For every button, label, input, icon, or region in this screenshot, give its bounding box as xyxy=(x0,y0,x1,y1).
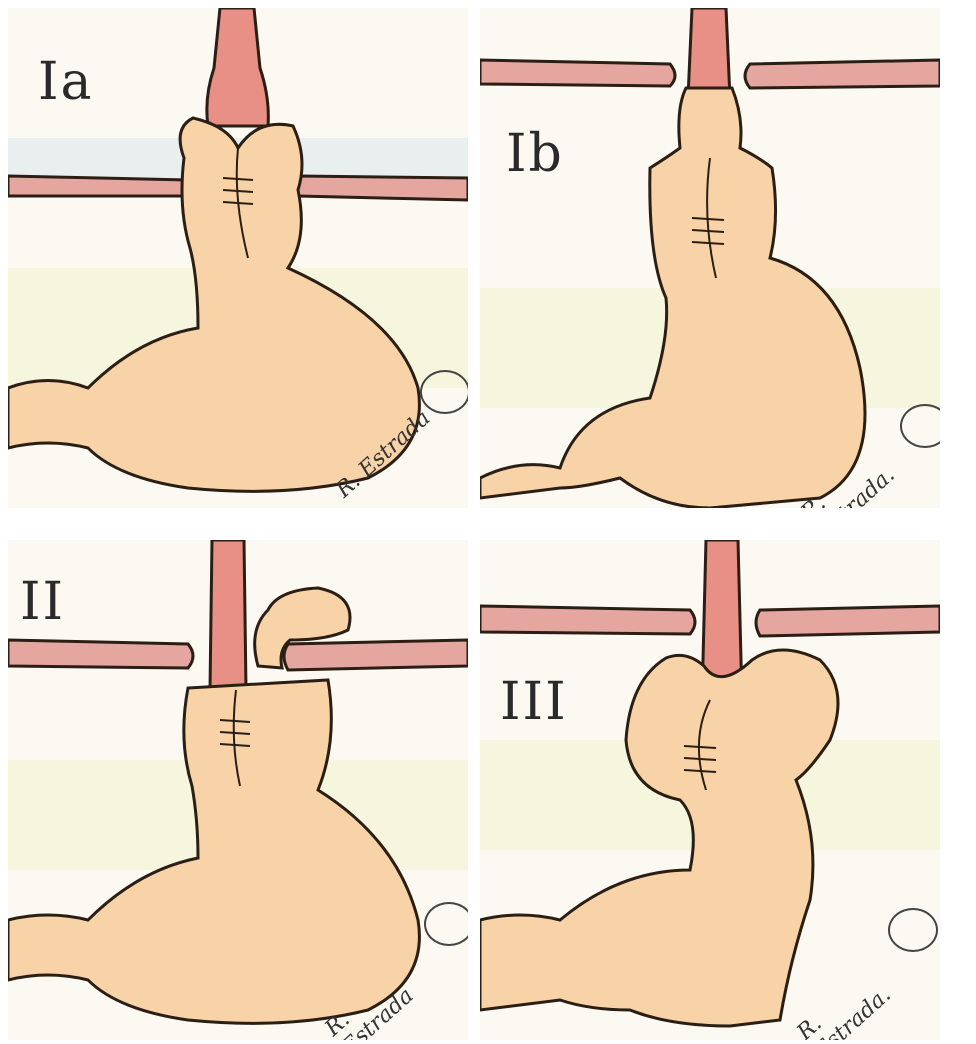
panel-label-ia: Ia xyxy=(38,56,94,108)
panel-iii: III R. Estrada. xyxy=(480,540,940,1040)
panel-label-iii: III xyxy=(500,676,568,728)
panel-label-ii: II xyxy=(20,576,65,628)
signature-mark-ii xyxy=(424,902,468,946)
panel-ib: Ib R. Estrada. xyxy=(480,8,940,508)
signature-mark-iii xyxy=(888,908,938,952)
panel-ii: II R. Estrada xyxy=(8,540,468,1040)
panel-label-ib: Ib xyxy=(506,128,564,180)
panel-ia: Ia R. Estrada xyxy=(8,8,468,508)
stomach-illustration-ib xyxy=(480,8,940,508)
signature-mark-ia xyxy=(420,370,468,414)
